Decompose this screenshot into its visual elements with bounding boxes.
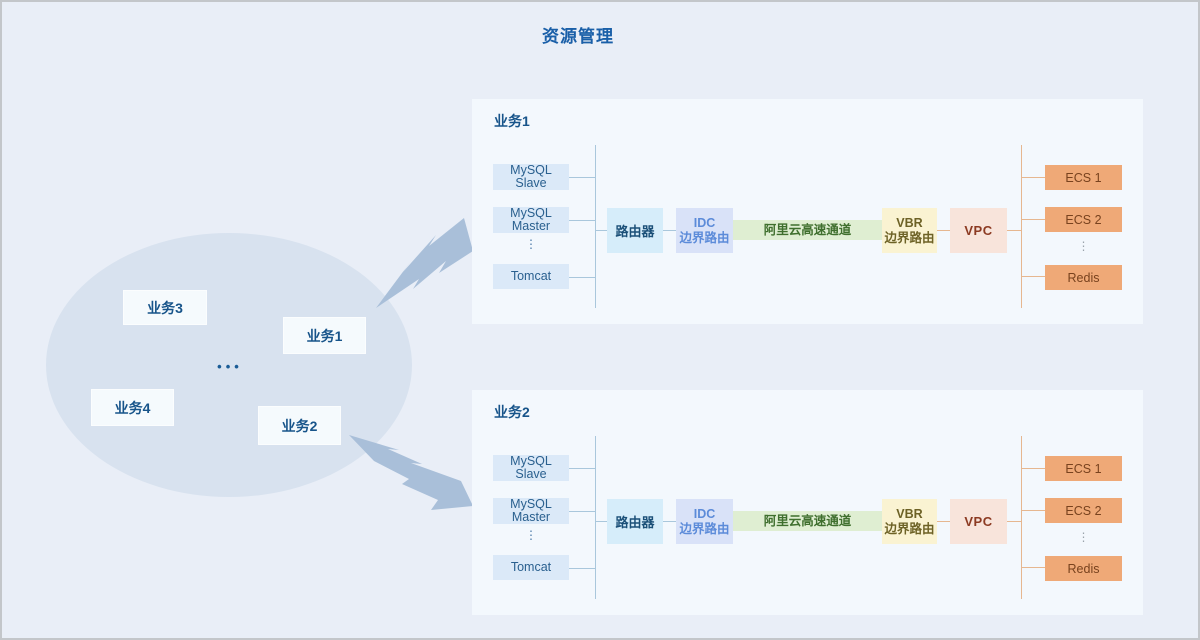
connector-line	[663, 230, 676, 231]
vpc-label: VPC	[964, 514, 993, 529]
idc-border-router-box: IDC 边界路由	[676, 499, 733, 544]
cloud-bus-line	[1021, 145, 1022, 308]
connector-line	[595, 230, 607, 231]
node-ecs1: ECS 1	[1045, 456, 1122, 481]
node-tomcat: Tomcat	[493, 264, 569, 289]
connector-line	[569, 468, 595, 469]
vpc-box: VPC	[950, 499, 1007, 544]
business-box-1: 业务1	[283, 317, 366, 354]
cloud-bus-line	[1021, 436, 1022, 599]
lightning-arrow-biz1-icon	[376, 218, 473, 308]
panel-title: 业务2	[494, 404, 530, 420]
router-box: 路由器	[607, 208, 663, 253]
cloud-ellipsis-dots: ⋮	[1077, 530, 1090, 544]
cloud-ellipsis-dots: ⋮	[1077, 239, 1090, 253]
node-label-line2: Master	[511, 219, 551, 233]
vbr-label-line1: VBR	[896, 215, 923, 230]
node-redis: Redis	[1045, 265, 1122, 290]
idc-bus-line	[595, 436, 596, 599]
router-box: 路由器	[607, 499, 663, 544]
connector-line	[569, 511, 595, 512]
node-label-line1: MySQL	[510, 206, 552, 220]
vpc-box: VPC	[950, 208, 1007, 253]
connector-line	[595, 521, 607, 522]
vpc-label: VPC	[964, 223, 993, 238]
router-label: 路由器	[615, 515, 655, 530]
connector-line	[1021, 177, 1045, 178]
node-tomcat: Tomcat	[493, 555, 569, 580]
node-label-line1: MySQL	[510, 497, 552, 511]
node-label-line1: MySQL	[510, 454, 552, 468]
node-ecs1: ECS 1	[1045, 165, 1122, 190]
connector-line	[1007, 521, 1021, 522]
connector-line	[569, 177, 595, 178]
vbr-border-router-box: VBR 边界路由	[882, 208, 937, 253]
lightning-connectors	[349, 218, 473, 510]
express-connect-band: 阿里云高速通道	[733, 511, 882, 531]
node-mysql-master: MySQL Master	[493, 498, 569, 524]
node-label-line1: MySQL	[510, 163, 552, 177]
node-label-line2: Slave	[515, 467, 547, 481]
business-box-2: 业务2	[258, 406, 341, 445]
express-connect-band: 阿里云高速通道	[733, 220, 882, 240]
connector-line	[1021, 276, 1045, 277]
idc-border-label-line2: 边界路由	[679, 521, 730, 536]
connector-line	[1021, 510, 1045, 511]
connector-line	[569, 277, 595, 278]
vbr-label-line2: 边界路由	[884, 521, 935, 536]
vbr-label-line1: VBR	[896, 506, 923, 521]
node-label-line2: Master	[511, 510, 551, 524]
panel-biz2: 业务2 MySQL Slave MySQL Master ⋮ Tomcat 路由…	[472, 390, 1143, 615]
business-box-3: 业务3	[123, 290, 207, 325]
idc-bus-line	[595, 145, 596, 308]
router-label: 路由器	[615, 224, 655, 239]
connector-line	[1021, 468, 1045, 469]
node-mysql-slave: MySQL Slave	[493, 164, 569, 190]
node-mysql-master: MySQL Master	[493, 207, 569, 233]
node-label-line1: Tomcat	[510, 269, 552, 283]
vbr-border-router-box: VBR 边界路由	[882, 499, 937, 544]
cluster-ellipsis-dots: •••	[217, 359, 243, 374]
connector-line	[937, 521, 950, 522]
node-redis: Redis	[1045, 556, 1122, 581]
vbr-label-line2: 边界路由	[884, 230, 935, 245]
node-ecs2: ECS 2	[1045, 207, 1122, 232]
panel-title: 业务1	[494, 113, 530, 129]
connector-line	[1007, 230, 1021, 231]
connector-line	[1021, 567, 1045, 568]
lightning-arrow-biz2-icon	[349, 435, 473, 510]
panel-biz1: 业务1 MySQL Slave MySQL Master ⋮ Tomcat 路由…	[472, 99, 1143, 324]
connector-line	[937, 230, 950, 231]
page-title: 资源管理	[542, 27, 614, 46]
connector-line	[1021, 219, 1045, 220]
node-ecs2: ECS 2	[1045, 498, 1122, 523]
idc-border-label-line2: 边界路由	[679, 230, 730, 245]
business-cluster-ellipse	[46, 233, 412, 497]
connector-line	[569, 568, 595, 569]
connector-line	[663, 521, 676, 522]
idc-border-router-box: IDC 边界路由	[676, 208, 733, 253]
idc-border-label-line1: IDC	[693, 215, 716, 230]
idc-ellipsis-dots: ⋮	[525, 528, 537, 542]
idc-border-label-line1: IDC	[693, 506, 716, 521]
idc-ellipsis-dots: ⋮	[525, 237, 537, 251]
node-mysql-slave: MySQL Slave	[493, 455, 569, 481]
node-label-line2: Slave	[515, 176, 547, 190]
node-label-line1: Tomcat	[510, 560, 552, 574]
business-box-4: 业务4	[91, 389, 174, 426]
connector-line	[569, 220, 595, 221]
